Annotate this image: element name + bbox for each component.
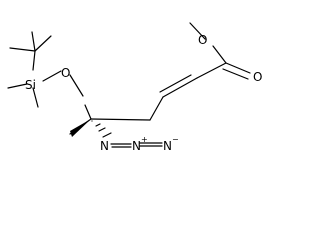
- bond: [32, 50, 36, 71]
- stereo-bonds: [70, 119, 112, 138]
- azide-nitrogen-3-label: N: [163, 139, 172, 153]
- bond: [31, 31, 36, 52]
- bond: [90, 118, 151, 121]
- carbonyl-oxygen-label: O: [253, 70, 262, 84]
- bond: [32, 87, 39, 108]
- bond: [212, 45, 227, 64]
- bond: [7, 83, 28, 89]
- bond: [189, 22, 206, 40]
- hashed-wedge-bond: [91, 120, 112, 138]
- structure-diagram: O O O Si N N + N −: [7, 22, 262, 153]
- ester-oxygen-label: O: [198, 33, 207, 47]
- bond: [225, 62, 251, 74]
- bond: [159, 74, 192, 93]
- wedge-bond: [70, 119, 91, 137]
- azide-bonds: [110, 142, 163, 148]
- bond: [222, 68, 249, 80]
- tert-butyl-group: [9, 31, 52, 71]
- silicon-label: Si: [25, 78, 36, 92]
- silyl-methyl-groups: [7, 70, 62, 108]
- azide-nitrogen-1-label: N: [100, 139, 109, 153]
- ether-oxygen-label: O: [61, 66, 70, 80]
- bond: [196, 62, 227, 79]
- bond: [34, 35, 52, 52]
- carbon-backbone: [69, 22, 251, 135]
- bond: [42, 70, 62, 82]
- azide-nitrogen-3-charge: −: [172, 135, 179, 144]
- azide-nitrogen-2-label: N: [132, 139, 141, 153]
- azide-nitrogen-2-charge: +: [141, 135, 148, 144]
- bond: [69, 74, 84, 97]
- bond: [9, 47, 36, 52]
- bond: [84, 104, 92, 120]
- bond: [149, 96, 164, 121]
- bond: [162, 77, 198, 98]
